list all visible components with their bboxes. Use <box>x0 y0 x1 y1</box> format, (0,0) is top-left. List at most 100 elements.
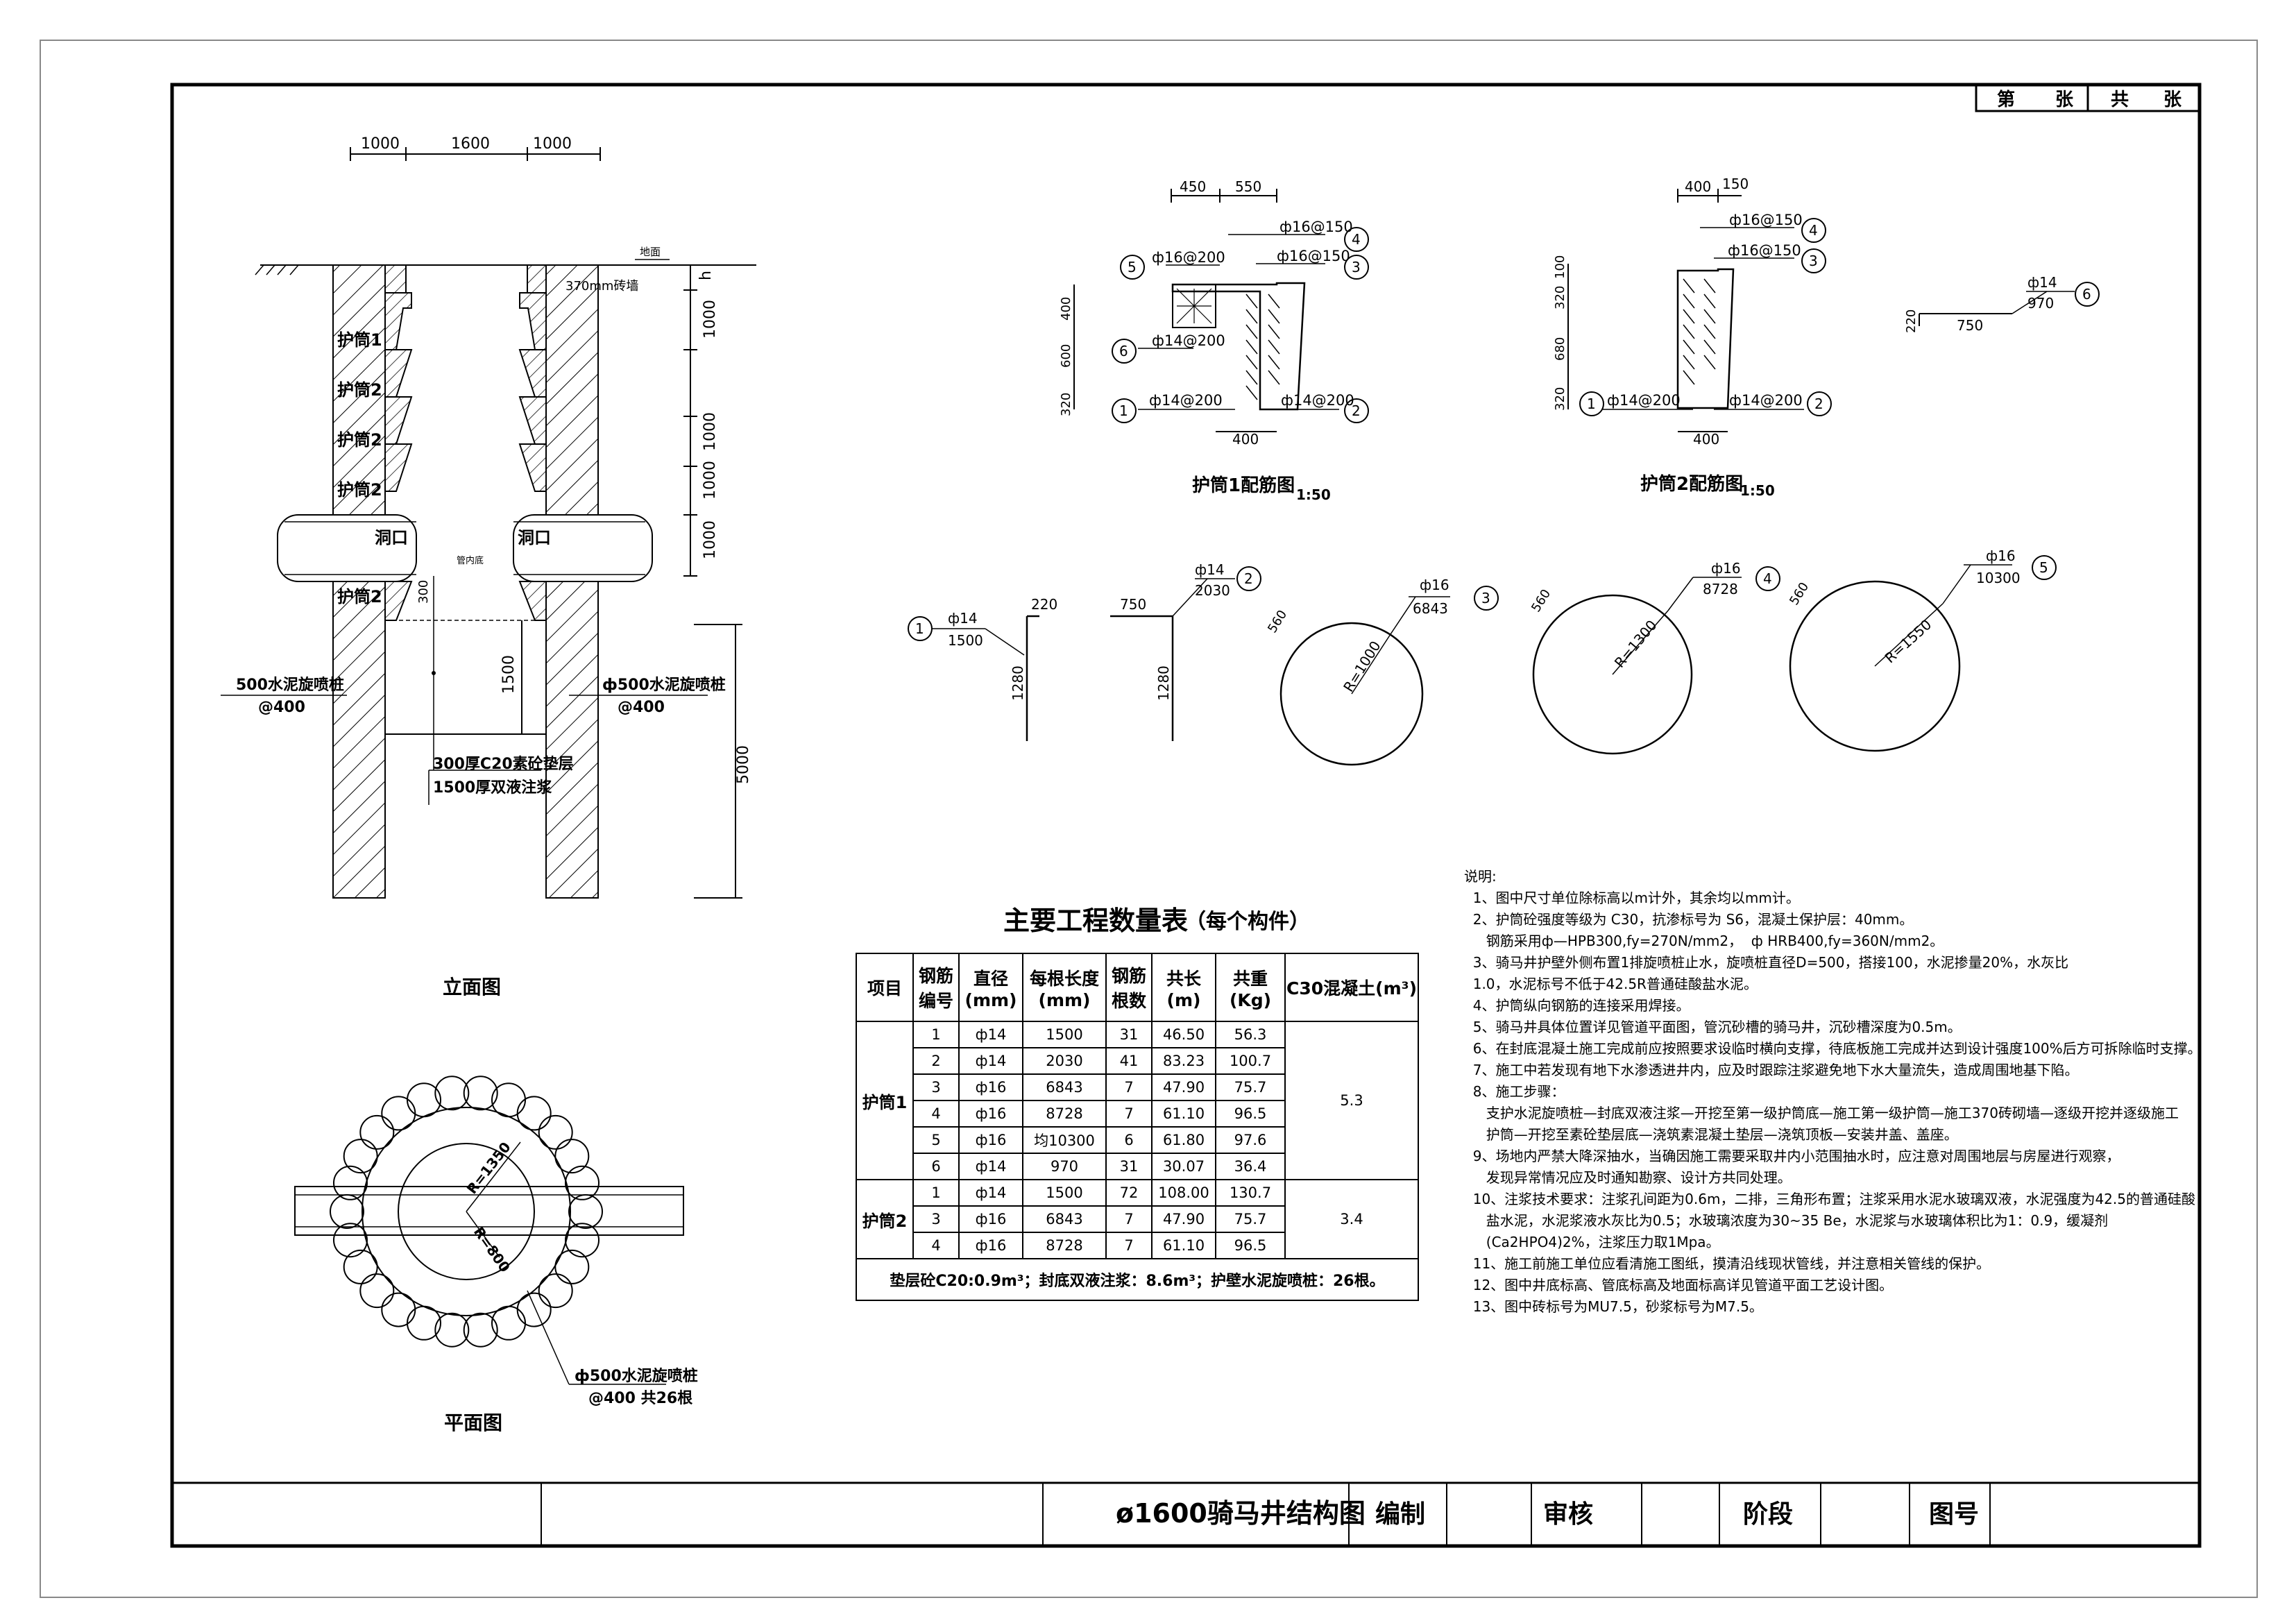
sleeve-label-2: 护筒2 <box>337 380 382 400</box>
pile-circle <box>333 1165 368 1200</box>
s1-dim-400: 400 <box>1059 297 1073 321</box>
pile-circle <box>343 1249 378 1284</box>
shape4-len: 8728 <box>1703 581 1738 597</box>
table-cell: 46.50 <box>1151 1021 1216 1048</box>
plan-radius-2: R=800 <box>470 1224 513 1275</box>
pile-circle <box>434 1076 470 1111</box>
quantity-table: 项目 钢筋编号 直径(mm) 每根长度(mm) 钢筋根数 共长(m) 共重(Kg… <box>856 953 1419 1301</box>
table-cell: 1500 <box>1022 1021 1107 1048</box>
dim-h: h <box>697 271 715 280</box>
shape1-num: 1 <box>915 620 924 637</box>
group-name: 护筒1 <box>856 1021 914 1180</box>
table-cell: 75.7 <box>1215 1073 1286 1101</box>
header-concrete: C30混凝土(m³) <box>1284 953 1419 1022</box>
table-cell: 47.90 <box>1151 1205 1216 1233</box>
table-cell: 61.10 <box>1151 1100 1216 1128</box>
shape3-lap: 560 <box>1265 608 1290 636</box>
shape4-num: 4 <box>1763 570 1772 587</box>
plan-title: 平面图 <box>444 1411 502 1434</box>
sleeve-label-1: 护筒1 <box>337 330 382 350</box>
pile-circle <box>565 1165 599 1200</box>
header-weight: 共重(Kg) <box>1215 953 1286 1022</box>
dim-1500: 1500 <box>500 655 518 694</box>
pile-circle <box>359 1114 395 1150</box>
table-cell: 61.80 <box>1151 1126 1216 1154</box>
shape2-b: 1280 <box>1155 665 1172 701</box>
s1-bar4-label: ф16@150 <box>1279 219 1353 235</box>
s2-dim-680: 680 <box>1553 337 1567 361</box>
note-line: 8、施工步骤： <box>1464 1083 1565 1100</box>
table-cell: 31 <box>1105 1021 1153 1048</box>
pile-circle <box>381 1096 416 1131</box>
shape1-b: 1280 <box>1010 665 1026 701</box>
dim-300: 300 <box>416 580 431 604</box>
s2-scale: 1:50 <box>1740 482 1775 499</box>
bar6-b: 750 <box>1957 317 1983 334</box>
plan-pile-label: ф500水泥旋喷桩 <box>575 1367 698 1385</box>
dim-5000: 5000 <box>735 745 752 784</box>
s1-dim-550: 550 <box>1235 178 1261 195</box>
s2-dim-400: 400 <box>1685 178 1711 195</box>
s2-dim-320b: 320 <box>1553 387 1567 411</box>
group-name: 护筒2 <box>856 1179 914 1259</box>
shape3-spec: ф16 <box>1420 577 1449 593</box>
sleeve-label-3: 护筒2 <box>337 430 382 450</box>
s1-dim-600: 600 <box>1059 344 1073 368</box>
s1-scale: 1:50 <box>1296 486 1331 503</box>
table-cell: 8728 <box>1022 1100 1107 1128</box>
table-cell: ф14 <box>958 1153 1023 1180</box>
shape5-num: 5 <box>2039 559 2048 576</box>
table-cell: 3 <box>912 1205 960 1233</box>
note-line: 13、图中砖标号为MU7.5，砂浆标号为M7.5。 <box>1464 1298 1763 1315</box>
note-line: 12、图中井底标高、管底标高及地面标高详见管道平面工艺设计图。 <box>1464 1277 1894 1293</box>
pile-circle <box>538 1114 573 1150</box>
sheet-number-box: 第 张 共 张 <box>1975 83 2201 112</box>
table-cell: 3 <box>912 1073 960 1101</box>
pipe-bottom-label: 管内底 <box>457 555 484 566</box>
s2-num-3: 3 <box>1809 253 1818 269</box>
table-cell: ф16 <box>958 1126 1023 1154</box>
s1-num-6: 6 <box>1119 343 1128 359</box>
table-cell: 4 <box>912 1100 960 1128</box>
s1-bar1-label: ф14@200 <box>1149 392 1223 409</box>
note-line: 4、护筒纵向钢筋的连接采用焊接。 <box>1464 997 1690 1014</box>
note-line: 11、施工前施工单位应看清施工图纸，摸清沿线现状管线，并注意相关管线的保护。 <box>1464 1255 1991 1272</box>
total-unit: 张 <box>2163 90 2182 110</box>
bar6-a: 220 <box>1904 309 1919 333</box>
s1-bar5-label: ф16@200 <box>1152 249 1225 266</box>
s1-num-2: 2 <box>1352 402 1361 419</box>
grout-label: 1500厚双液注浆 <box>433 779 552 797</box>
note-line: 7、施工中若发现有地下水渗透进井内，应及时跟踪注浆避免地下水大量流失，造成周围地… <box>1464 1062 2079 1078</box>
s1-dim-320: 320 <box>1059 393 1073 416</box>
note-line: 盐水泥，水泥浆液水灰比为0.5；水玻璃浓度为30~35 Be，水泥浆与水玻璃体积… <box>1464 1212 2109 1229</box>
note-line: 1、图中尺寸单位除标高以m计外，其余均以mm计。 <box>1464 890 1800 906</box>
opening-left: 洞口 <box>375 528 408 547</box>
dim-mid: 1600 <box>451 135 490 153</box>
table-cell: 6843 <box>1022 1073 1107 1101</box>
shape2-spec: ф14 <box>1195 561 1225 578</box>
table-cell: ф14 <box>958 1047 1023 1075</box>
opening-right: 洞口 <box>518 528 551 547</box>
note-line: (Ca2HPO4)2%，注浆压力取1Mpa。 <box>1464 1234 1720 1250</box>
note-line: 发现异常情况应及时通知勘察、设计方共同处理。 <box>1464 1169 1792 1186</box>
pile-circle <box>343 1139 378 1174</box>
bar6-spec: ф14 <box>2027 274 2057 291</box>
brick-wall-label: 370mm砖墙 <box>566 279 638 294</box>
table-cell: 30.07 <box>1151 1153 1216 1180</box>
table-cell: 4 <box>912 1232 960 1259</box>
page-unit: 张 <box>2055 90 2074 110</box>
note-line: 钢筋采用ф—HPB300,fy=270N/mm2， ф HRB400,fy=36… <box>1464 933 1944 949</box>
s1-bar6-label: ф14@200 <box>1152 332 1225 349</box>
table-cell: 6 <box>1105 1126 1153 1154</box>
table-cell: 41 <box>1105 1047 1153 1075</box>
elevation-title: 立面图 <box>443 976 501 999</box>
drawing-no-label: 图号 <box>1929 1500 1979 1529</box>
table-cell: 7 <box>1105 1205 1153 1233</box>
table-cell: 6843 <box>1022 1205 1107 1233</box>
